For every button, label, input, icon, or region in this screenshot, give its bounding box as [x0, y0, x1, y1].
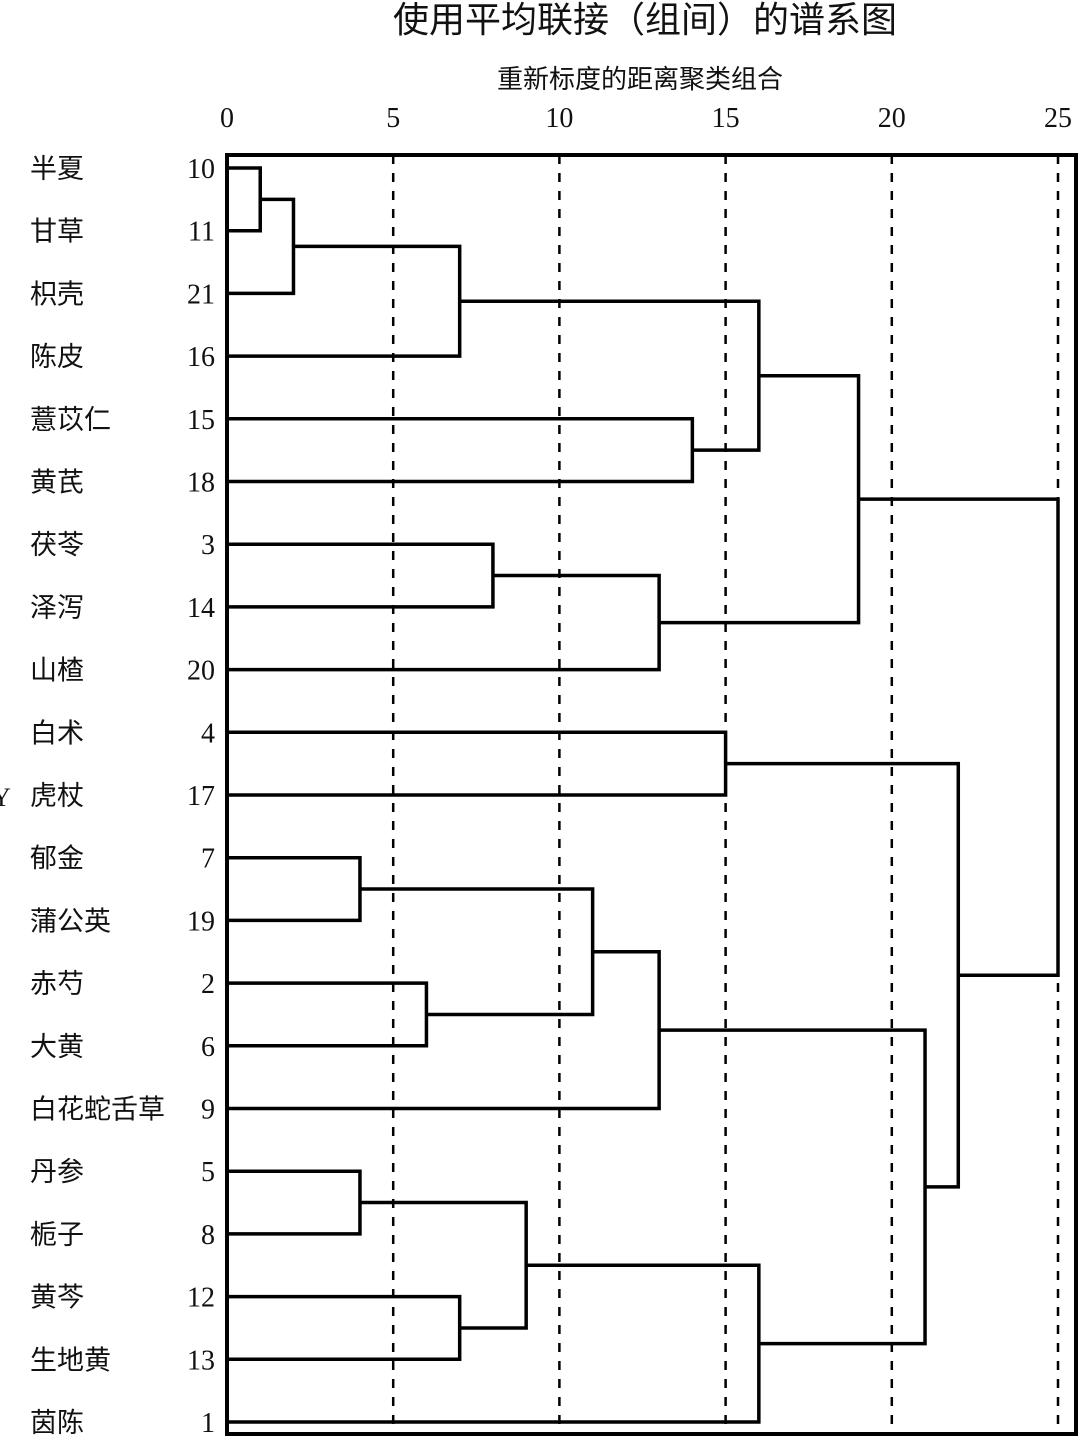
leaf-name-label: 丹参	[30, 1157, 84, 1188]
leaf-id-label: 14	[187, 593, 215, 624]
leaf-id-label: 20	[187, 656, 215, 687]
y-axis-label: Y	[0, 783, 11, 812]
leaf-id-label: 21	[187, 279, 215, 310]
leaf-id-label: 1	[201, 1408, 215, 1438]
dendrogram-link	[359, 1200, 528, 1330]
leaf-id-label: 3	[201, 530, 215, 561]
dendrogram-links	[227, 166, 1060, 1424]
leaf-id-label: 12	[187, 1283, 215, 1314]
dendrogram-link	[227, 166, 262, 233]
x-tick-label: 20	[878, 103, 906, 134]
leaf-name-label: 生地黄	[30, 1345, 111, 1376]
leaf-name-label: 赤芍	[30, 969, 84, 1000]
dendrogram-link	[227, 1294, 462, 1362]
leaf-name-label: 薏苡仁	[30, 405, 111, 436]
leaf-name-label: 郁金	[30, 844, 84, 875]
dendrogram-link	[227, 573, 661, 672]
leaf-id-label: 4	[201, 718, 215, 749]
dendrogram-link	[227, 855, 362, 923]
dendrogram-link	[359, 887, 595, 1017]
x-tick-label: 25	[1044, 103, 1072, 134]
leaf-name-label: 泽泻	[30, 593, 84, 624]
leaf-name-label: 大黄	[30, 1032, 84, 1063]
leaf-name-label: 山楂	[30, 656, 84, 687]
leaf-name-label: 茵陈	[30, 1408, 84, 1438]
leaf-id-label: 2	[201, 969, 215, 1000]
dendrogram-link	[227, 730, 728, 797]
leaf-id-label: 7	[201, 844, 215, 875]
leaf-name-label: 茯苓	[30, 530, 84, 561]
dendrogram-link	[227, 981, 429, 1048]
dendrogram-link	[227, 417, 695, 484]
leaf-name-label: 蒲公英	[30, 906, 111, 937]
leaf-id-label: 8	[201, 1220, 215, 1251]
leaf-name-label: 虎杖	[30, 781, 84, 812]
dendrogram-link	[858, 497, 1060, 978]
x-axis-label: 重新标度的距离聚类组合	[497, 65, 783, 95]
leaf-id-label: 15	[187, 405, 215, 436]
leaf-id-label: 19	[187, 906, 215, 937]
x-ticks: 0 5 10 15 20 25	[220, 103, 1072, 134]
leaf-id-label: 16	[187, 342, 215, 373]
leaf-name-label: 黄芪	[30, 468, 84, 499]
leaf-id-label: 13	[187, 1345, 215, 1376]
leaf-id-label: 6	[201, 1032, 215, 1063]
grid-lines	[391, 155, 1060, 1434]
x-tick-label: 0	[220, 103, 234, 134]
leaf-id-label: 5	[201, 1157, 215, 1188]
leaf-name-label: 枳壳	[30, 279, 84, 310]
leaf-id-label: 9	[201, 1095, 215, 1126]
chart-title: 使用平均联接（组间）的谱系图	[393, 0, 897, 41]
dendrogram-link	[227, 244, 462, 358]
leaf-id-label: 18	[187, 468, 215, 499]
x-tick-label: 5	[386, 103, 400, 134]
leaf-id-label: 11	[188, 217, 215, 248]
leaf-name-label: 陈皮	[30, 342, 84, 373]
leaf-id-label: 17	[187, 781, 215, 812]
leaf-name-label: 白术	[30, 718, 84, 749]
leaf-name-label: 白花蛇舌草	[30, 1095, 165, 1126]
x-tick-label: 10	[545, 103, 573, 134]
leaf-id-label: 10	[187, 154, 215, 185]
dendrogram-link	[227, 1169, 362, 1236]
leaf-name-label: 黄芩	[30, 1283, 84, 1314]
dendrogram-link	[459, 299, 761, 452]
leaf-name-label: 甘草	[30, 217, 84, 248]
dendrogram-link	[227, 542, 495, 609]
leaf-name-label: 栀子	[30, 1220, 84, 1251]
x-tick-label: 15	[712, 103, 740, 134]
dendrogram-link	[659, 1028, 927, 1346]
dendrogram-link	[227, 1263, 761, 1424]
leaf-name-label: 半夏	[30, 154, 84, 185]
